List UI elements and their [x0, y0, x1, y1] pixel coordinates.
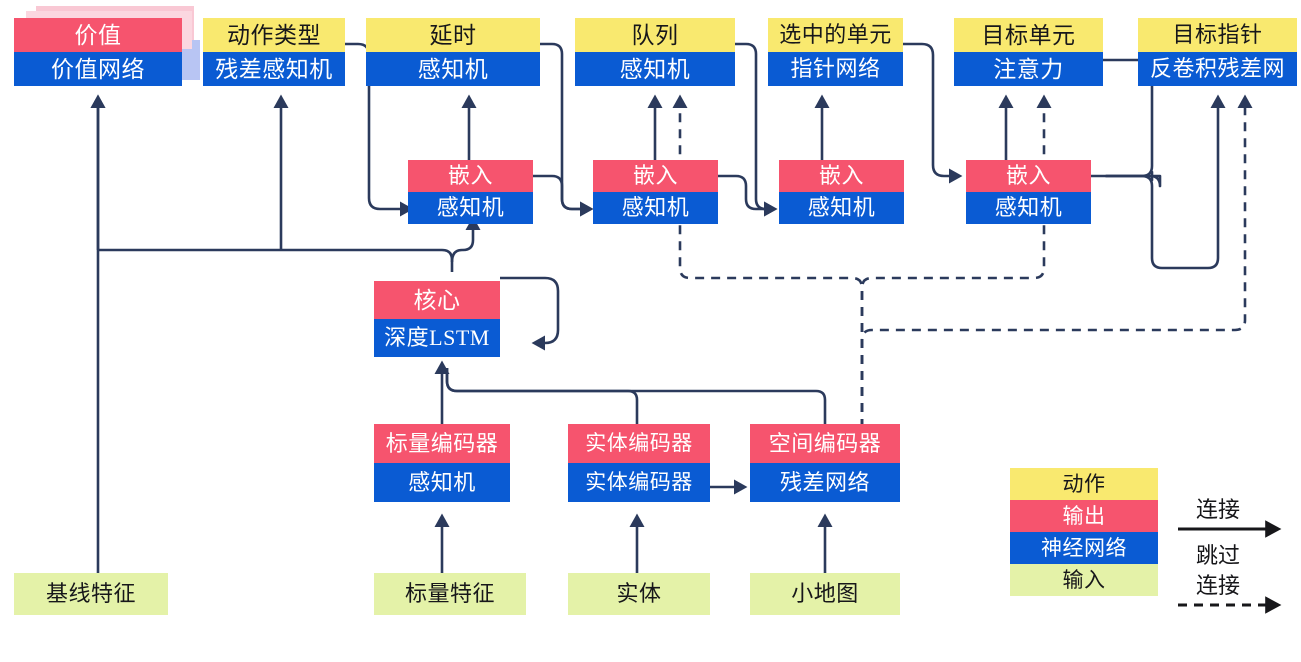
node-queue-top: 队列	[575, 18, 735, 52]
node-selected-units-bottom: 指针网络	[768, 52, 903, 86]
node-core-bottom: 深度LSTM	[374, 319, 500, 357]
node-core[interactable]: 核心 深度LSTM	[374, 281, 500, 357]
node-selected-units[interactable]: 选中的单元 指针网络	[768, 18, 903, 86]
node-delay-top: 延时	[366, 18, 540, 52]
wire-embedding-2-chain	[718, 174, 778, 217]
node-entity-encoder-top: 实体编码器	[568, 424, 710, 463]
wire-embedding4-right-to-pointer	[1091, 94, 1226, 270]
node-delay[interactable]: 延时 感知机	[366, 18, 540, 86]
node-embedding-4-top: 嵌入	[966, 160, 1091, 192]
wire-selected-units-to-embedding-4	[903, 42, 963, 184]
legend-swatch-output: 输出	[1010, 500, 1158, 532]
node-embedding-2-bottom: 感知机	[593, 192, 718, 224]
wire-embedding-1-chain	[533, 174, 594, 217]
skip-spatial-to-target-unit	[860, 94, 1052, 428]
node-target-unit-top: 目标单元	[954, 18, 1103, 52]
wire-bus-to-embedding-1	[450, 216, 481, 263]
node-target-unit-bottom: 注意力	[954, 52, 1103, 86]
legend-swatch-network: 神经网络	[1010, 532, 1158, 564]
node-scalar-encoder[interactable]: 标量编码器 感知机	[374, 424, 510, 502]
node-embedding-1-bottom: 感知机	[408, 192, 533, 224]
node-baseline-features-label: 基线特征	[14, 573, 168, 615]
node-queue-bottom: 感知机	[575, 52, 735, 86]
node-embedding-4-bottom: 感知机	[966, 192, 1091, 224]
node-value[interactable]: 价值 价值网络	[14, 18, 182, 86]
node-entities-label: 实体	[568, 573, 710, 615]
node-embedding-1[interactable]: 嵌入 感知机	[408, 160, 533, 224]
node-spatial-encoder-top: 空间编码器	[750, 424, 900, 463]
node-scalar-features[interactable]: 标量特征	[374, 573, 526, 615]
node-action-type[interactable]: 动作类型 残差感知机	[203, 18, 345, 86]
skip-spatial-to-target-pointer	[860, 94, 1253, 428]
node-entity-encoder[interactable]: 实体编码器 实体编码器	[568, 424, 710, 502]
wire-right-bus-to-target-pointer	[1104, 174, 1162, 188]
node-embedding-3-top: 嵌入	[779, 160, 904, 192]
node-spatial-encoder-bottom: 残差网络	[750, 463, 900, 502]
node-core-top: 核心	[374, 281, 500, 319]
wire-spatial-encoder-to-core	[445, 368, 827, 428]
node-embedding-3-bottom: 感知机	[779, 192, 904, 224]
legend-swatches: 动作 输出 神经网络 输入	[1010, 468, 1158, 596]
wire-core-to-bus	[98, 248, 454, 272]
node-target-pointer-top: 目标指针	[1138, 18, 1297, 52]
node-scalar-features-label: 标量特征	[374, 573, 526, 615]
node-scalar-encoder-top: 标量编码器	[374, 424, 510, 463]
node-target-pointer[interactable]: 目标指针 反卷积残差网	[1138, 18, 1297, 86]
node-target-pointer-bottom: 反卷积残差网	[1138, 52, 1297, 86]
legend-connection-label: 连接	[1196, 497, 1241, 522]
wire-queue-to-embedding-3	[735, 42, 778, 217]
skip-spatial-to-selected-units	[672, 94, 864, 428]
node-minimap-label: 小地图	[750, 573, 900, 615]
node-action-type-bottom: 残差感知机	[203, 52, 345, 86]
node-delay-bottom: 感知机	[366, 52, 540, 86]
node-baseline-features[interactable]: 基线特征	[14, 573, 168, 615]
legend-skip-label-line1: 跳过	[1196, 543, 1241, 568]
node-entity-encoder-bottom: 实体编码器	[568, 463, 710, 502]
node-embedding-2[interactable]: 嵌入 感知机	[593, 160, 718, 224]
node-value-bottom: 价值网络	[14, 52, 182, 86]
node-queue[interactable]: 队列 感知机	[575, 18, 735, 86]
node-embedding-2-top: 嵌入	[593, 160, 718, 192]
node-entities[interactable]: 实体	[568, 573, 710, 615]
node-action-type-top: 动作类型	[203, 18, 345, 52]
legend-arrows: 连接 跳过 连接	[1178, 468, 1293, 614]
legend-swatch-input: 输入	[1010, 564, 1158, 596]
node-target-unit[interactable]: 目标单元 注意力	[954, 18, 1103, 86]
node-spatial-encoder[interactable]: 空间编码器 残差网络	[750, 424, 900, 502]
node-minimap[interactable]: 小地图	[750, 573, 900, 615]
node-value-top: 价值	[14, 18, 182, 52]
wire-entity-encoder-to-core	[445, 368, 639, 428]
legend-swatch-action: 动作	[1010, 468, 1158, 500]
legend-connection-arrow	[1178, 520, 1282, 538]
legend-skip-label-line2: 连接	[1196, 573, 1241, 598]
node-selected-units-top: 选中的单元	[768, 18, 903, 52]
node-embedding-1-top: 嵌入	[408, 160, 533, 192]
wire-core-self-loop	[500, 276, 560, 351]
node-embedding-3[interactable]: 嵌入 感知机	[779, 160, 904, 224]
legend-skip-connection-arrow	[1178, 596, 1282, 614]
node-scalar-encoder-bottom: 感知机	[374, 463, 510, 502]
node-embedding-4[interactable]: 嵌入 感知机	[966, 160, 1091, 224]
